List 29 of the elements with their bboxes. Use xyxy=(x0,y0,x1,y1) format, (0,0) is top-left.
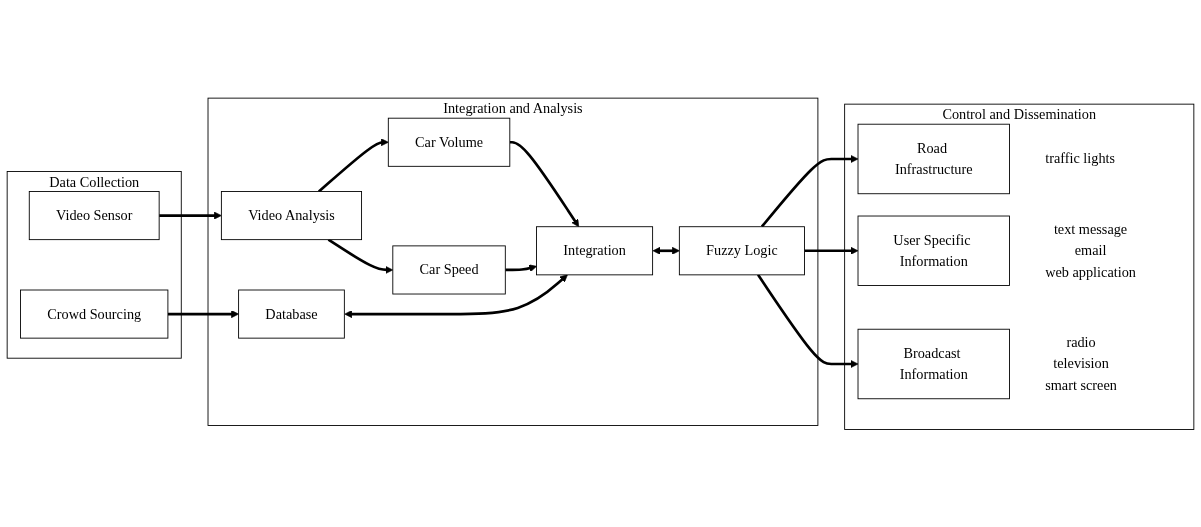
node-box: Video Sensor xyxy=(28,190,160,240)
node-box: Car Speed xyxy=(392,245,506,295)
arrow xyxy=(167,309,239,318)
node-label: text message xyxy=(1053,221,1128,237)
arrow xyxy=(318,138,389,193)
node-box: Video Analysis xyxy=(220,190,362,240)
node-box: Crowd Sourcing xyxy=(20,289,169,339)
node-label: email xyxy=(1074,242,1107,258)
node-box: Fuzzy Logic xyxy=(678,225,805,275)
node-label: traffic lights xyxy=(1045,150,1116,166)
arrow xyxy=(505,264,537,272)
arrow xyxy=(344,274,568,318)
arrow xyxy=(757,273,859,368)
node-label: web application xyxy=(1045,263,1136,279)
node-label: television xyxy=(1053,355,1109,371)
arrow xyxy=(652,246,680,255)
arrow xyxy=(509,140,580,227)
node-box: Car Volume xyxy=(387,117,511,167)
node-box: User Specific Information xyxy=(857,215,1010,286)
arrow xyxy=(760,154,859,228)
node-box: Database xyxy=(238,289,345,339)
node-label: smart screen xyxy=(1045,377,1117,393)
arrow xyxy=(804,246,859,255)
arrow xyxy=(159,211,222,220)
node-box: Broadcast Information xyxy=(857,328,1010,399)
node-box: Integration xyxy=(536,225,654,275)
node-box: Road Infrastructure xyxy=(857,123,1010,194)
node-label: radio xyxy=(1066,334,1096,350)
arrow xyxy=(327,238,394,274)
